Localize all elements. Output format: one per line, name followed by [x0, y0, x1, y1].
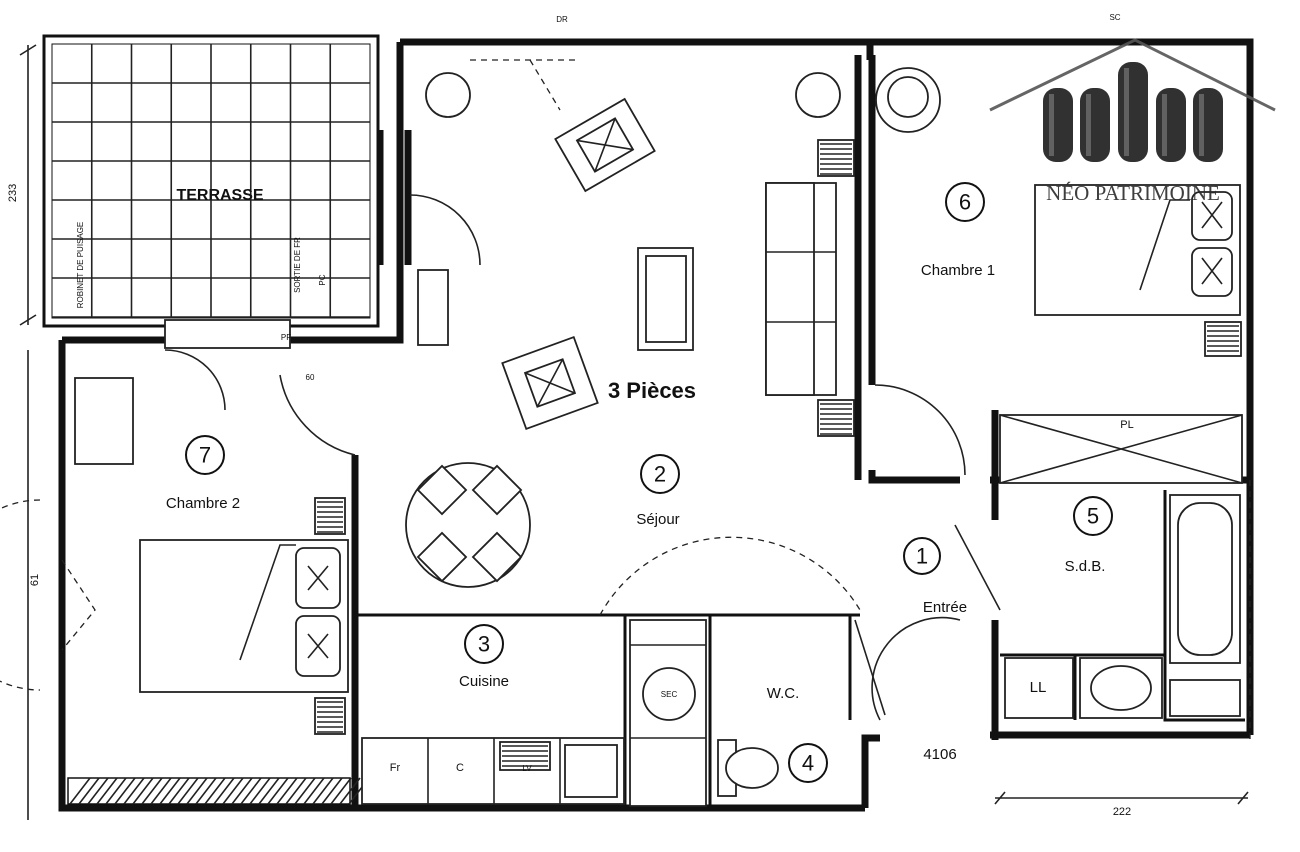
robinet-label: ROBINET DE PUISAGE: [76, 222, 85, 309]
seche-label: SEC: [661, 690, 678, 699]
door-top-label: DR: [556, 15, 568, 24]
furniture: [74, 67, 1243, 807]
room-4: 4 W.C.: [767, 685, 828, 783]
svg-text:6: 6: [959, 190, 971, 215]
frigo-label: Fr: [390, 762, 401, 774]
plan-title: 3 Pièces: [608, 378, 696, 403]
room-labels: 1 Entrée 2 Séjour 3 Cuisine 4 W.C. 5 S.d…: [166, 182, 1113, 783]
svg-text:Entrée: Entrée: [923, 599, 967, 616]
ref-label: 4106: [923, 746, 956, 763]
pc-label: PC: [318, 274, 327, 285]
terrace-area: TERRASSE: [42, 34, 380, 328]
room-2: 2 Séjour: [636, 454, 680, 528]
sortie-label: SORTIE DE FR: [293, 237, 302, 293]
logo: NÉO PATRIMOINE: [989, 38, 1276, 205]
dim-width-label: 222: [1113, 806, 1131, 818]
dimensions: 233 222 61: [0, 44, 1249, 820]
svg-text:3: 3: [478, 632, 490, 657]
lave-linge-label: LL: [1030, 679, 1047, 696]
room-1: 1 Entrée: [903, 537, 967, 616]
dim-side-label: 61: [29, 574, 41, 586]
svg-text:7: 7: [199, 443, 211, 468]
svg-text:2: 2: [654, 462, 666, 487]
svg-text:Séjour: Séjour: [636, 511, 679, 528]
svg-text:Cuisine: Cuisine: [459, 673, 509, 690]
room-6: 6 Chambre 1: [921, 182, 995, 279]
svg-text:Chambre 1: Chambre 1: [921, 262, 995, 279]
svg-text:S.d.B.: S.d.B.: [1065, 558, 1106, 575]
hatched-strip: [67, 777, 370, 805]
door-top-right-label: SC: [1109, 13, 1120, 22]
room-5: 5 S.d.B.: [1065, 496, 1113, 575]
svg-text:5: 5: [1087, 504, 1099, 529]
outer-walls: [58, 38, 1254, 812]
svg-text:Chambre 2: Chambre 2: [166, 495, 240, 512]
placard-label: PL: [1120, 419, 1133, 431]
dim-height-label: 233: [7, 184, 19, 202]
cuisson-label: C: [456, 762, 464, 774]
svg-text:1: 1: [916, 544, 928, 569]
room-3: 3 Cuisine: [459, 624, 509, 690]
svg-text:W.C.: W.C.: [767, 685, 800, 702]
logo-roof-icon: [989, 38, 1276, 112]
svg-text:4: 4: [802, 751, 814, 776]
misc-labels: PL LL SEC Fr C LV PF 60 DR SC SORTIE DE …: [76, 13, 1134, 774]
terrace-label: TERRASSE: [176, 187, 263, 204]
logo-columns-icon: [1043, 62, 1223, 162]
doors: [164, 59, 1251, 740]
lave-vaisselle-label: LV: [522, 764, 532, 773]
code-60-label: 60: [306, 373, 315, 382]
logo-text: NÉO PATRIMOINE: [1046, 181, 1220, 205]
porte-fenetre-label: PF: [281, 333, 291, 342]
room-7: 7 Chambre 2: [166, 435, 240, 512]
